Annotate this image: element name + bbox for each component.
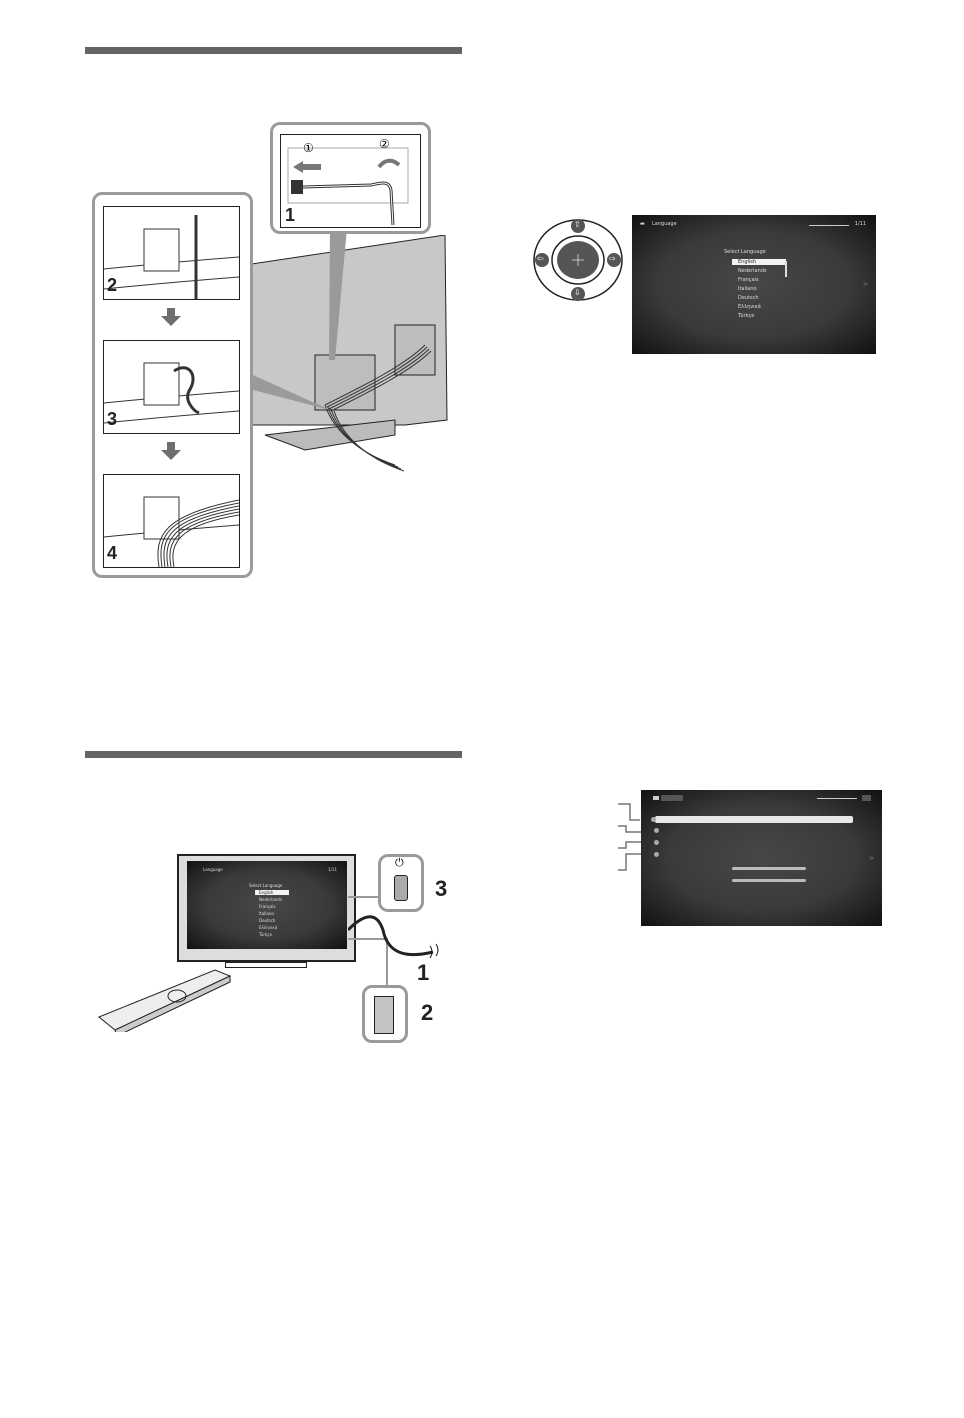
next-arrow-icon[interactable]: > xyxy=(869,855,875,862)
field-bar[interactable] xyxy=(732,879,806,882)
callout-connector xyxy=(386,938,388,998)
screen-header-placeholder xyxy=(661,795,683,801)
right-arrow-icon[interactable]: ⇨ xyxy=(609,254,616,263)
language-option: Ελληνικά xyxy=(259,925,278,930)
language-option[interactable]: Deutsch xyxy=(738,295,759,301)
toolbox-icon: ▬ xyxy=(640,221,645,227)
down-arrow-icon xyxy=(161,442,181,460)
select-language-prompt: Select Language xyxy=(724,249,766,255)
menu-screen: > xyxy=(641,790,882,926)
step-3-panel: 3 xyxy=(103,340,240,434)
language-option: Deutsch xyxy=(259,918,276,923)
up-arrow-icon[interactable]: ⇧ xyxy=(574,220,581,229)
page-indicator-placeholder xyxy=(862,795,871,801)
power-button[interactable] xyxy=(394,875,408,901)
inset-step-1-frame: ① ② 1 xyxy=(270,122,431,234)
center-select-button[interactable] xyxy=(562,244,594,276)
unplug-cable-illustration xyxy=(287,147,409,226)
main-power-switch[interactable] xyxy=(374,996,394,1034)
section-rule-top xyxy=(85,47,462,54)
field-bar[interactable] xyxy=(732,867,806,870)
language-option[interactable]: Italiano xyxy=(738,286,757,292)
tv-frame: Language 1/11 Select Language English Ne… xyxy=(177,854,356,962)
power-button-callout: ⏻ xyxy=(378,854,424,912)
label-2: 2 xyxy=(421,1000,434,1025)
next-arrow-icon[interactable]: > xyxy=(863,281,869,288)
step-marker-circled-1: ① xyxy=(303,141,314,155)
step-2-panel: 2 xyxy=(103,206,240,300)
down-arrow-icon xyxy=(161,308,181,326)
callout-dot xyxy=(654,828,659,833)
remote-control-illustration xyxy=(98,969,232,1032)
step-4-panel: 4 xyxy=(103,474,240,568)
power-cord xyxy=(348,915,439,959)
language-option[interactable]: Ελληνικά xyxy=(738,304,761,310)
menu-item-highlight[interactable] xyxy=(655,816,853,823)
clamp-illustration xyxy=(104,215,239,299)
steps-2-4-frame: 2 3 4 xyxy=(92,192,253,578)
tv-stand xyxy=(225,962,307,968)
callout-connector xyxy=(348,896,378,898)
callout-dot xyxy=(651,817,656,822)
callout-connector xyxy=(348,938,388,940)
step-label-3: 3 xyxy=(107,409,118,429)
language-option: Français xyxy=(259,904,276,909)
tv-screen: Language 1/11 Select Language English Ne… xyxy=(187,861,347,949)
tv-back-illustration xyxy=(245,235,448,472)
page-indicator: 1/11 xyxy=(854,221,866,227)
main-power-callout xyxy=(362,985,408,1043)
progress-bar xyxy=(817,798,857,799)
callout-dot xyxy=(654,840,659,845)
language-option: Türkçe xyxy=(259,932,273,937)
language-option: Nederlands xyxy=(259,897,282,902)
step-label-2: 2 xyxy=(107,275,118,295)
screen-header: Language xyxy=(652,221,677,227)
step-label-4: 4 xyxy=(107,543,118,563)
power-icon: ⏻ xyxy=(395,857,404,869)
page-indicator: 1/11 xyxy=(328,867,337,872)
tv-setup-figure: Language 1/11 Select Language English Ne… xyxy=(95,852,455,1043)
language-option: English xyxy=(255,890,289,895)
cable-management-figure: ① ② 1 2 3 xyxy=(85,120,465,580)
scrollbar[interactable] xyxy=(785,261,787,277)
language-option[interactable]: Nederlands xyxy=(738,268,767,274)
screen-header: Language xyxy=(203,867,223,872)
language-option[interactable]: Français xyxy=(738,277,759,283)
menu-callout-lines xyxy=(618,800,658,875)
callout-wedge xyxy=(253,228,347,410)
language-select-screen: ▬ Language 1/11 Select Language English … xyxy=(632,215,876,354)
bundled-cables-illustration xyxy=(104,496,239,567)
step-label-1: 1 xyxy=(285,205,296,225)
section-rule-bottom xyxy=(85,751,462,758)
select-language-prompt: Select Language xyxy=(249,883,283,888)
clamp-wrap-illustration xyxy=(104,362,239,424)
inset-step-1-panel: ① ② 1 xyxy=(280,134,421,228)
progress-bar xyxy=(809,225,849,226)
label-1: 1 xyxy=(417,960,430,985)
left-arrow-icon[interactable]: ⇦ xyxy=(537,254,544,263)
callout-dot xyxy=(654,852,659,857)
step-marker-circled-2: ② xyxy=(379,137,390,151)
language-option: Italiano xyxy=(259,911,274,916)
toolbox-icon xyxy=(653,796,659,800)
down-arrow-icon[interactable]: ⇩ xyxy=(574,288,581,297)
language-option[interactable]: Türkçe xyxy=(738,313,755,319)
language-option[interactable]: English xyxy=(732,259,786,265)
label-3: 3 xyxy=(435,876,448,901)
remote-dpad-illustration: ⇧ ⇩ ⇦ ⇨ xyxy=(532,218,624,302)
